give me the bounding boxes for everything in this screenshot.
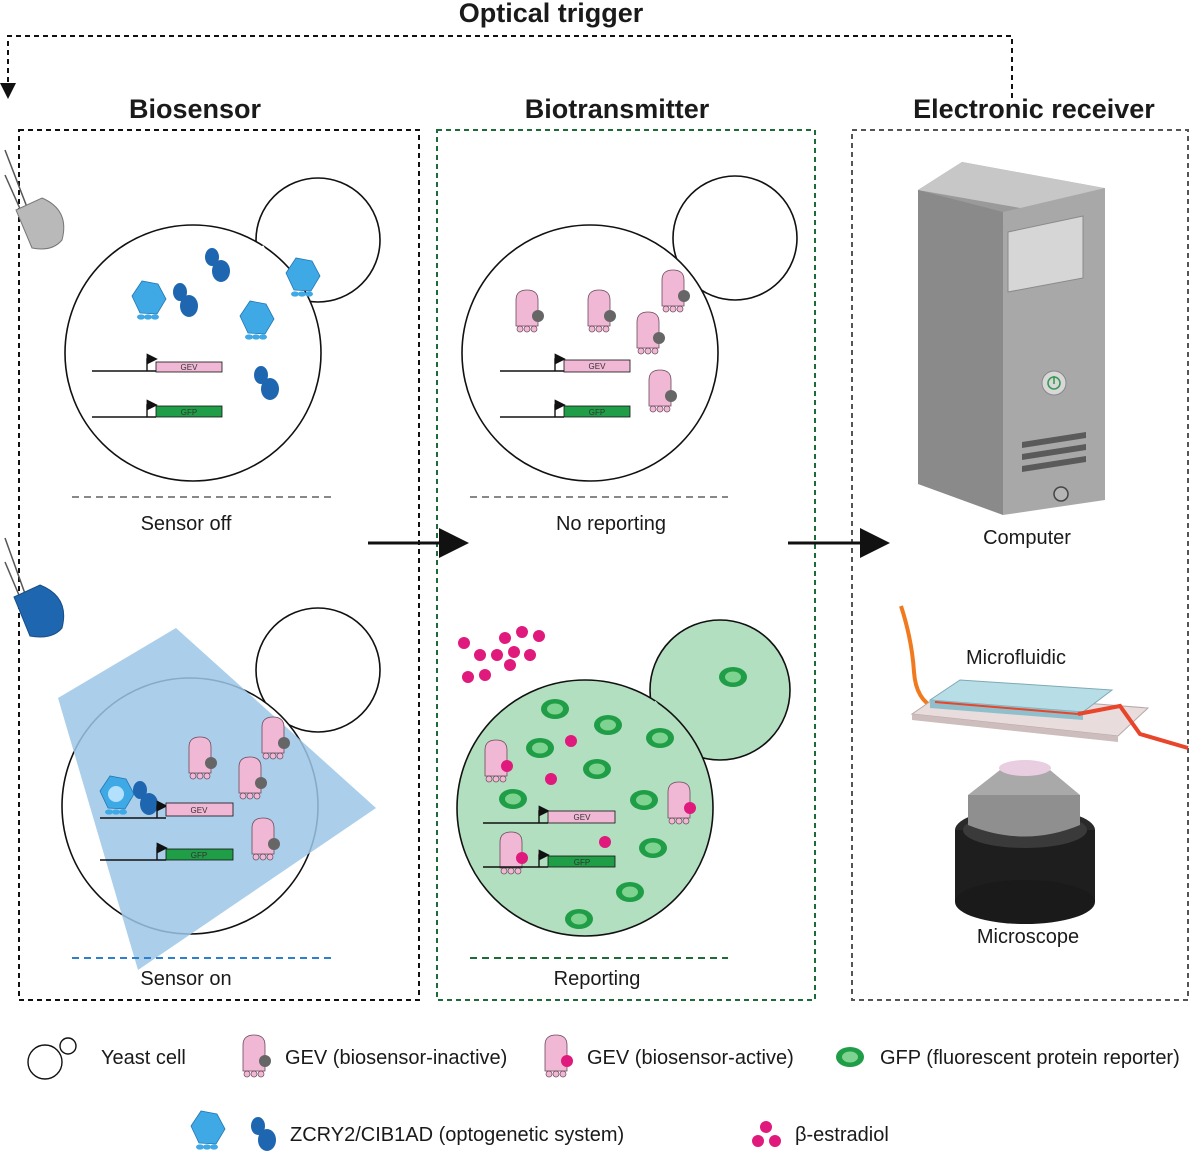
legend-optogenetic-label: ZCRY2/CIB1AD (optogenetic system)	[290, 1124, 624, 1146]
computer-caption: Computer	[983, 527, 1071, 549]
legend-estradiol-label: β-estradiol	[795, 1124, 889, 1146]
sensor-on-caption: Sensor on	[140, 968, 231, 990]
biosensor-title: Biosensor	[129, 94, 262, 124]
legend-gev-inactive-label: GEV (biosensor-inactive)	[285, 1047, 507, 1069]
led-off-icon	[4, 149, 65, 250]
legend: Yeast cell GEV (biosensor-inactive) GEV …	[27, 1034, 1180, 1151]
gev-gene-label: GEV	[589, 362, 607, 371]
legend-gfp-label: GFP (fluorescent protein reporter)	[880, 1047, 1180, 1069]
computer-tower-icon	[918, 162, 1105, 515]
legend-gev-inactive-icon	[242, 1034, 272, 1078]
gev-gene-off: GEV	[92, 359, 223, 373]
yeast-cell-no-reporting	[461, 175, 798, 482]
light-beam	[58, 628, 376, 970]
no-reporting-caption: No reporting	[556, 513, 666, 535]
microfluidic-caption: Microfluidic	[966, 647, 1066, 669]
gev-gene-label: GEV	[191, 806, 209, 815]
yeast-cell-sensor-off	[64, 177, 381, 482]
optical-trigger-arrow	[0, 35, 1013, 99]
legend-estradiol-icon	[752, 1121, 781, 1147]
gfp-gene-label: GFP	[589, 408, 605, 417]
microfluidic-chip-icon	[899, 605, 1189, 750]
estradiol-molecule	[599, 836, 611, 848]
legend-cib1ad-icon	[251, 1117, 276, 1151]
gfp-gene-label: GFP	[191, 851, 207, 860]
estradiol-cluster	[458, 626, 545, 683]
legend-gev-active-icon	[544, 1034, 574, 1078]
gfp-gene-on: GFP	[100, 848, 234, 861]
biosensor-panel	[18, 129, 420, 1001]
gev-gene-reporting: GEV	[483, 811, 616, 824]
sensor-off-caption: Sensor off	[141, 513, 232, 535]
legend-yeast-cell-icon	[27, 1037, 77, 1080]
gfp-gene-label: GFP	[181, 408, 197, 417]
gev-gene-on: GEV	[100, 802, 234, 819]
microscope-caption: Microscope	[977, 926, 1079, 948]
estradiol-molecule	[545, 773, 557, 785]
optical-trigger-title: Optical trigger	[459, 0, 644, 28]
estradiol-molecule	[565, 735, 577, 747]
led-on-icon	[4, 537, 65, 638]
legend-gfp-icon	[836, 1047, 864, 1067]
gev-gene-label: GEV	[181, 363, 199, 372]
optogenetic-complex	[99, 775, 158, 816]
gfp-gene-label: GFP	[574, 858, 590, 867]
legend-zcry2-icon	[190, 1110, 226, 1151]
biotransmitter-panel	[436, 129, 816, 1001]
gfp-gene-no-reporting: GFP	[500, 405, 631, 418]
gev-gene-label: GEV	[574, 813, 592, 822]
legend-yeast-label: Yeast cell	[101, 1047, 186, 1069]
gfp-gene-reporting: GFP	[483, 855, 616, 868]
gfp-gene-off: GFP	[92, 405, 223, 418]
gev-gene-no-reporting: GEV	[500, 359, 631, 373]
reporting-caption: Reporting	[554, 968, 641, 990]
electronic-receiver-title: Electronic receiver	[913, 94, 1155, 124]
legend-gev-active-label: GEV (biosensor-active)	[587, 1047, 794, 1069]
biotransmitter-title: Biotransmitter	[525, 94, 710, 124]
microscope-objective-icon	[955, 760, 1095, 924]
